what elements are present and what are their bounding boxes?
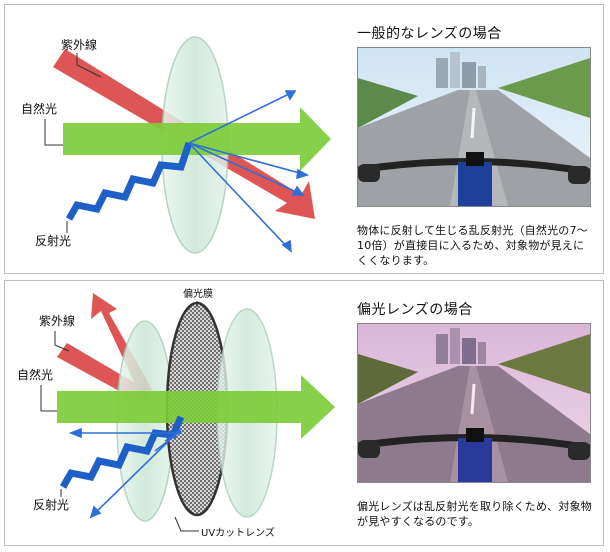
title-polarized-lens: 偏光レンズの場合 [357,302,473,318]
diagram-polarized-lens: 紫外線 自然光 反射光 偏光膜 UVカットレンズ [17,287,335,539]
panel-normal-lens: 紫外線 自然光 反射光 一般的なレンズの場合 [4,4,604,274]
caption-polarized-lens: 偏光レンズは乱反射光を取り除くため、対象物が見やすくなるのです。 [357,500,592,528]
label-uv: 紫外線 [39,313,75,328]
label-reflected: 反射光 [33,497,69,512]
scattered-reflection-lines [188,90,310,253]
label-uv: 紫外線 [61,37,97,52]
caption-normal-lens: 物体に反射して生じる乱反射光（自然光の7〜10倍）が直接目に入るため、対象物が見… [357,224,588,267]
label-uv-cut-lens: UVカットレンズ [201,526,275,539]
blocked-reflection-lines [68,427,182,519]
photo-polarized-lens-view [357,323,591,483]
panel-polarized-lens: 紫外線 自然光 反射光 偏光膜 UVカットレンズ 偏光レンズの場合 [4,280,604,546]
reflected-light-zigzag [59,415,185,489]
title-normal-lens: 一般的なレンズの場合 [357,26,502,42]
bike-road-scene-polarized [358,324,590,482]
bike-road-scene-normal [358,48,590,206]
label-reflected: 反射光 [35,233,71,248]
diagram-normal-lens: 紫外線 自然光 反射光 [21,36,331,254]
reflected-light-zigzag [65,141,193,221]
label-natural: 自然光 [17,367,53,382]
label-polarizing-film: 偏光膜 [183,287,213,300]
natural-light-arrow [57,375,335,439]
label-natural: 自然光 [21,101,57,116]
photo-normal-lens-view [357,47,591,207]
